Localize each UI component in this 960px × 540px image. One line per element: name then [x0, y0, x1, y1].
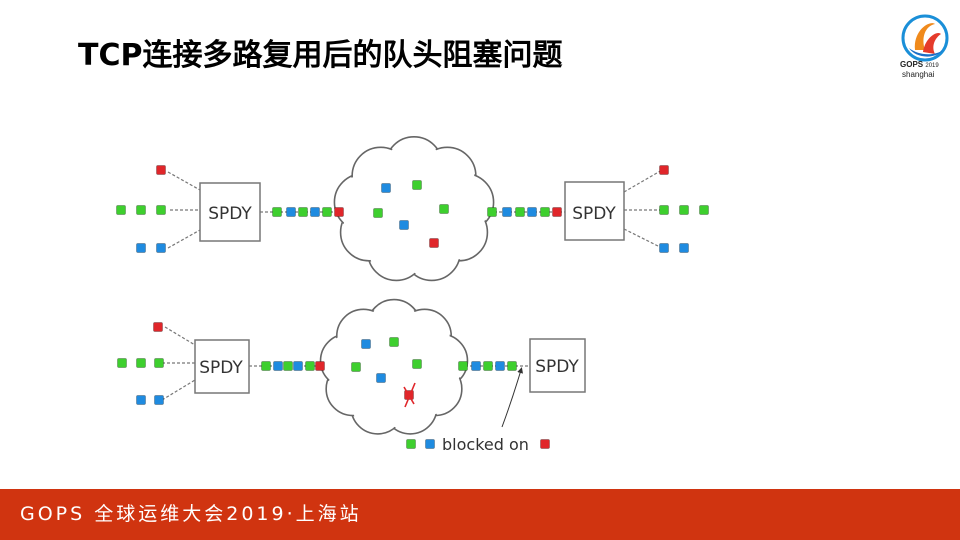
stream-packet-blue [502, 207, 512, 217]
cloud-packet-green [373, 208, 383, 218]
cloud-packet-blue [381, 183, 391, 193]
spdy-label-top-right: SPDY [572, 204, 616, 224]
packet-green [117, 358, 127, 368]
stream-packet-blue [495, 361, 505, 371]
stream-packet-green [507, 361, 517, 371]
logo-ring [901, 14, 949, 62]
dashed-link [164, 326, 196, 346]
cloud-packet-green [412, 180, 422, 190]
logo-wave [909, 48, 943, 57]
cloud-packet-green [412, 359, 422, 369]
spdy-label-bottom-left: SPDY [199, 358, 243, 378]
cloud-packet-blue [361, 339, 371, 349]
spdy-box-top-left [199, 182, 261, 242]
spdy-boxes [194, 181, 625, 394]
packet-lost-x-mark [403, 382, 416, 408]
stream-packet-blue [310, 207, 320, 217]
spdy-box-top-right [564, 181, 625, 241]
packet-green [156, 205, 166, 215]
footer-text: GOPS 全球运维大会2019·上海站 [20, 503, 362, 525]
cloud-packet-green [439, 204, 449, 214]
spdy-label-top-left: SPDY [208, 204, 252, 224]
logo-brand: GOPS [900, 60, 924, 69]
packet-red [156, 165, 166, 175]
hol-blocking-diagram: SPDY SPDY SPDY SPDY blocked on [116, 136, 709, 454]
blocked-on-label: blocked on [442, 435, 529, 454]
cloud-packet-green [351, 362, 361, 372]
stream-packet-blue [527, 207, 537, 217]
spdy-box-bottom-left [194, 339, 250, 394]
stream-packet-green [487, 207, 497, 217]
packet-blue [156, 243, 166, 253]
packet-blue [659, 243, 669, 253]
dashed-link [167, 229, 201, 249]
packet-red [659, 165, 669, 175]
cloud-packet-green [389, 337, 399, 347]
stream-packet-green [458, 361, 468, 371]
stream-packet-green [515, 207, 525, 217]
slide-title: TCP连接多路复用后的队头阻塞问题 [78, 38, 563, 73]
stream-packet-green [322, 207, 332, 217]
packet-green [136, 358, 146, 368]
stream-packet-red [334, 207, 344, 217]
stream-packet-green [298, 207, 308, 217]
stream-packet-green [283, 361, 293, 371]
dashed-link [167, 171, 201, 191]
packet-green [659, 205, 669, 215]
logo-brand-line: GOPS 2019 [900, 60, 939, 69]
legend-red-packet [540, 439, 550, 449]
cloud-packet-blue [376, 373, 386, 383]
packet-blue [136, 395, 146, 405]
dashed-link [161, 379, 196, 401]
logo-city: shanghai [902, 70, 935, 79]
stream-packet-green [272, 207, 282, 217]
stream-packet-blue [273, 361, 283, 371]
spdy-box-bottom-right [529, 338, 586, 393]
packet-green [116, 205, 126, 215]
stream-packet-green [483, 361, 493, 371]
legend-green-packet [406, 439, 416, 449]
dashed-link [623, 228, 663, 249]
packet-green [136, 205, 146, 215]
packet-red [153, 322, 163, 332]
stream-packet-red [552, 207, 562, 217]
logo-flame-red [923, 32, 941, 54]
stream-packet-blue [293, 361, 303, 371]
packets [116, 165, 709, 449]
dashed-link [623, 169, 663, 193]
footer-bar: GOPS 全球运维大会2019·上海站 [0, 489, 960, 540]
cloud-packet-red [429, 238, 439, 248]
legend-blue-packet [425, 439, 435, 449]
cloud-top [333, 136, 495, 282]
network-clouds [319, 136, 495, 435]
blocked-arrow [501, 367, 524, 428]
stream-packet-green [261, 361, 271, 371]
packet-blue [136, 243, 146, 253]
spdy-label-bottom-right: SPDY [535, 357, 579, 377]
logo-flame-orange [914, 23, 935, 50]
packet-green [699, 205, 709, 215]
logo-year: 2019 [925, 63, 939, 69]
cloud-packet-blue [399, 220, 409, 230]
packet-green [679, 205, 689, 215]
stream-packet-green [540, 207, 550, 217]
packet-blue [679, 243, 689, 253]
cloud-bottom [319, 298, 469, 435]
stream-packet-blue [286, 207, 296, 217]
stream-packet-green [305, 361, 315, 371]
packet-blue [154, 395, 164, 405]
stream-packet-blue [471, 361, 481, 371]
packet-green [154, 358, 164, 368]
stream-packet-red [315, 361, 325, 371]
gops-logo [901, 14, 949, 62]
